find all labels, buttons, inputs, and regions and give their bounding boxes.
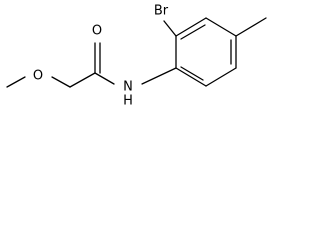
carbonyl-oxygen-label: O [92,24,102,39]
amide-nh-label-background [120,82,136,106]
ring-bond-e [205,67,237,87]
ring-bond-c [205,17,237,37]
amide-hydrogen-label: H [123,94,133,109]
carbonyl-oxygen-label-background [89,22,105,40]
structure-canvas: O O N H Br [0,0,284,108]
methoxy-oxygen-to-methylene-bond [51,76,71,88]
ring-to-methyl-bond [235,17,267,37]
methoxy-oxygen-label: O [33,69,43,84]
ring-bond-b [175,17,207,37]
ring-inner-bond-1 [180,24,206,40]
amide-nitrogen-label: N [123,80,133,95]
bromine-label: Br [154,4,169,19]
methyl-to-methoxy-oxygen-bond [6,76,26,88]
bromine-label-background [149,2,173,20]
nitrogen-to-ring-bond [141,67,177,85]
methoxy-oxygen-label-background [31,68,45,84]
chemical-structure: O O N H Br [6,2,267,109]
carbonyl-to-nitrogen-bond [94,72,115,85]
ring-inner-bond-3 [180,66,204,81]
methylene-to-carbonyl-bond [69,72,96,88]
ring-to-bromine-bond [163,20,177,37]
ring-bond-f [175,67,207,87]
